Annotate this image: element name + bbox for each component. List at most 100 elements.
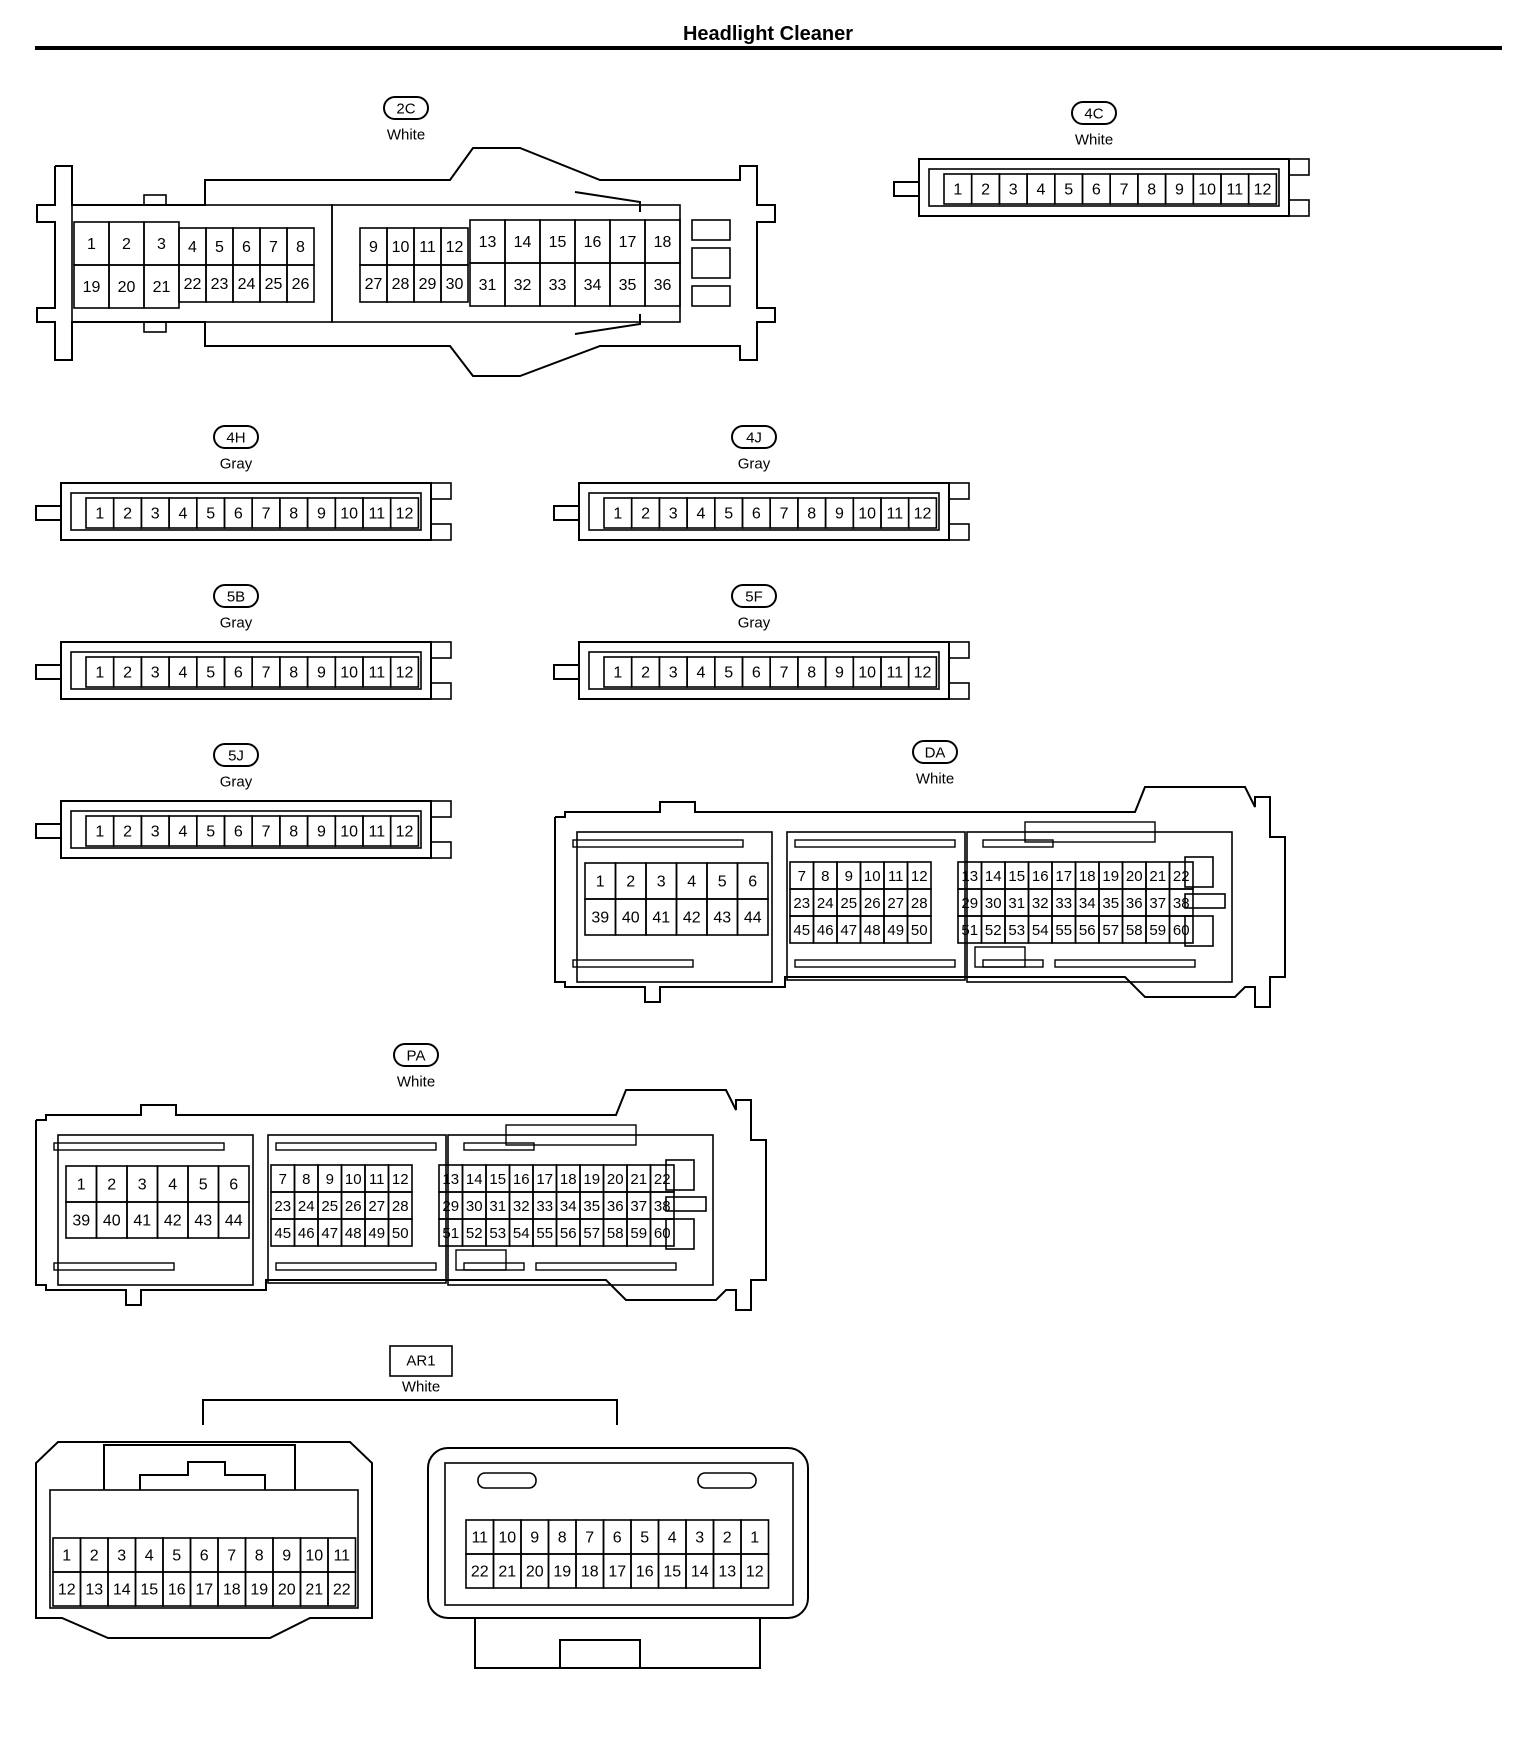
pin-label: 35 bbox=[583, 1198, 600, 1215]
pin-label: 57 bbox=[583, 1225, 600, 1242]
pin-cell bbox=[736, 898, 769, 936]
pin-label: 10 bbox=[340, 665, 358, 682]
pin-label: 25 bbox=[265, 276, 283, 293]
housing-rail bbox=[794, 959, 956, 968]
pin-label: 60 bbox=[654, 1225, 671, 1242]
connector-color: White bbox=[387, 127, 425, 144]
pin-label: 11 bbox=[471, 1530, 488, 1547]
code-badge bbox=[213, 743, 259, 767]
pin-label: 22 bbox=[333, 1582, 351, 1599]
pin-label: 6 bbox=[748, 874, 757, 891]
housing-section bbox=[966, 831, 1233, 983]
pin-label: 19 bbox=[1102, 868, 1119, 885]
housing-outline bbox=[35, 1441, 373, 1639]
connector-body bbox=[60, 482, 432, 541]
pin-label: 25 bbox=[321, 1198, 338, 1215]
connector-code: DA bbox=[925, 745, 946, 762]
pin-label: 18 bbox=[223, 1582, 241, 1599]
side-slot bbox=[1184, 856, 1214, 888]
pin-label: 8 bbox=[289, 665, 298, 682]
pin-label: 57 bbox=[1102, 922, 1119, 939]
connector-body bbox=[60, 800, 432, 859]
pin-label: 5 bbox=[718, 874, 727, 891]
housing-rail bbox=[53, 1262, 175, 1271]
pin-label: 1 bbox=[613, 506, 622, 523]
connector-tab bbox=[430, 800, 452, 818]
pin-label: 20 bbox=[278, 1582, 296, 1599]
connector-color: White bbox=[1075, 132, 1113, 149]
connector-tab bbox=[430, 841, 452, 859]
pin-label: 52 bbox=[985, 922, 1002, 939]
pin-label: 23 bbox=[274, 1198, 291, 1215]
pin-label: 24 bbox=[817, 895, 834, 912]
pin-label: 37 bbox=[630, 1198, 647, 1215]
side-slot bbox=[665, 1218, 695, 1250]
pin-label: 4 bbox=[1036, 182, 1045, 199]
pin-label: 40 bbox=[103, 1213, 121, 1230]
pin-label: 3 bbox=[117, 1548, 126, 1565]
pin-label: 29 bbox=[961, 895, 978, 912]
pin-label: 17 bbox=[1055, 868, 1072, 885]
pin-label: 27 bbox=[887, 895, 904, 912]
pin-label: 6 bbox=[242, 239, 251, 256]
pin-label: 59 bbox=[1149, 922, 1166, 939]
pin-label: 24 bbox=[298, 1198, 315, 1215]
connector-color: White bbox=[402, 1379, 440, 1396]
pin-label: 15 bbox=[549, 234, 567, 251]
pin-label: 14 bbox=[691, 1564, 709, 1581]
pin-label: 46 bbox=[298, 1225, 315, 1242]
pin-label: 33 bbox=[536, 1198, 553, 1215]
pin-label: 22 bbox=[1173, 868, 1190, 885]
pin-label: 16 bbox=[513, 1171, 530, 1188]
pin-label: 1 bbox=[87, 236, 96, 253]
pin-label: 2 bbox=[107, 1177, 116, 1194]
housing-outline bbox=[36, 147, 776, 377]
pin-label: 2 bbox=[626, 874, 635, 891]
pin-label: 7 bbox=[227, 1548, 236, 1565]
connector-color: White bbox=[916, 771, 954, 788]
pin-label: 32 bbox=[1032, 895, 1049, 912]
pin-label: 4 bbox=[696, 506, 705, 523]
pin-label: 29 bbox=[419, 276, 437, 293]
pin-label: 59 bbox=[630, 1225, 647, 1242]
code-badge bbox=[213, 584, 259, 608]
pin-label: 44 bbox=[225, 1213, 243, 1230]
code-badge bbox=[213, 425, 259, 449]
pin-label: 12 bbox=[914, 665, 932, 682]
connector-tab bbox=[948, 682, 970, 700]
pin-label: 8 bbox=[289, 824, 298, 841]
connector-code: PA bbox=[407, 1048, 426, 1065]
pin-label: 6 bbox=[234, 665, 243, 682]
pin-label: 14 bbox=[985, 868, 1002, 885]
pin-label: 2 bbox=[123, 506, 132, 523]
pin-label: 5 bbox=[640, 1530, 649, 1547]
pin-label: 8 bbox=[821, 868, 829, 885]
pin-label: 45 bbox=[793, 922, 810, 939]
pin-label: 26 bbox=[345, 1198, 362, 1215]
pin-label: 51 bbox=[961, 922, 978, 939]
pin-label: 38 bbox=[654, 1198, 671, 1215]
pin-label: 48 bbox=[864, 922, 881, 939]
pairing-bracket bbox=[202, 1399, 618, 1425]
pin-cell bbox=[907, 656, 938, 688]
pin-label: 10 bbox=[305, 1548, 323, 1565]
pin-label: 49 bbox=[368, 1225, 385, 1242]
pin-label: 19 bbox=[553, 1564, 571, 1581]
pin-label: 5 bbox=[724, 665, 733, 682]
pin-label: 2 bbox=[123, 665, 132, 682]
connector-code: 5J bbox=[228, 748, 244, 765]
pin-label: 9 bbox=[282, 1548, 291, 1565]
pin-label: 8 bbox=[1147, 182, 1156, 199]
pin-label: 12 bbox=[914, 506, 932, 523]
pin-label: 7 bbox=[279, 1171, 287, 1188]
pin-label: 5 bbox=[206, 665, 215, 682]
pin-label: 6 bbox=[613, 1530, 622, 1547]
pin-label: 21 bbox=[1149, 868, 1166, 885]
connector-latch bbox=[35, 505, 61, 521]
pin-label: 11 bbox=[369, 506, 386, 523]
latch-tab bbox=[143, 194, 167, 206]
pin-label: 9 bbox=[835, 506, 844, 523]
